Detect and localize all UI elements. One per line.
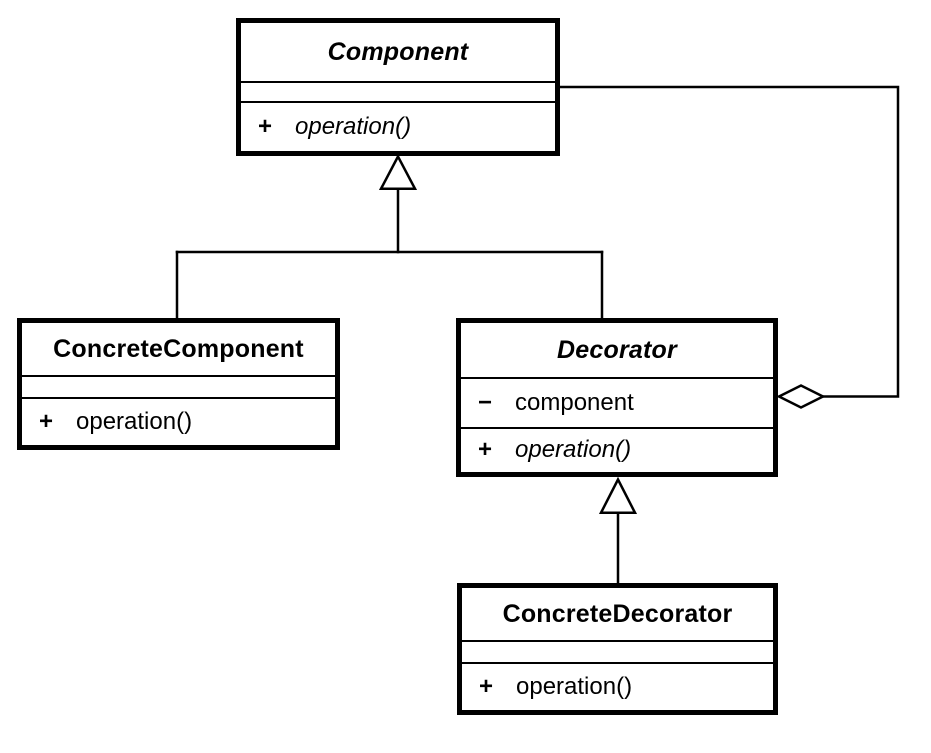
class-component-name: Component xyxy=(241,23,555,83)
class-concrete-decorator-name: ConcreteDecorator xyxy=(462,588,773,642)
class-decorator-operations: + operation() xyxy=(461,429,773,472)
attribute-name: component xyxy=(515,388,634,416)
operation-signature: operation() xyxy=(295,112,412,140)
operation-row: + operation() xyxy=(462,672,773,700)
aggregation-line xyxy=(560,85,900,398)
class-decorator-attributes: −component xyxy=(461,379,773,429)
visibility-sign: − xyxy=(478,388,493,416)
aggregation-diamond xyxy=(776,384,826,409)
class-concrete-decorator: ConcreteDecorator + operation() xyxy=(457,583,778,715)
visibility-sign: + xyxy=(479,672,494,700)
class-concrete-component-operations: + operation() xyxy=(22,399,335,445)
class-concrete-component: ConcreteComponent + operation() xyxy=(17,318,340,450)
class-decorator: Decorator −component + operation() xyxy=(456,318,778,477)
generalization-triangle-component xyxy=(378,153,418,190)
operation-signature: operation() xyxy=(516,672,633,700)
class-component-operations: + operation() xyxy=(241,103,555,151)
class-decorator-name: Decorator xyxy=(461,323,773,379)
visibility-sign: + xyxy=(258,112,273,140)
class-concrete-decorator-operations: + operation() xyxy=(462,664,773,710)
operation-row: + operation() xyxy=(241,112,555,140)
class-concrete-decorator-attributes xyxy=(462,642,773,664)
operation-signature: operation() xyxy=(515,436,632,464)
class-concrete-component-attributes xyxy=(22,377,335,399)
class-component-attributes xyxy=(241,83,555,103)
operation-row: + operation() xyxy=(22,407,335,435)
class-component: Component + operation() xyxy=(236,18,560,156)
visibility-sign: + xyxy=(39,407,54,435)
operation-row: + operation() xyxy=(461,436,773,464)
generalization-triangle-decorator xyxy=(598,476,638,514)
operation-signature: operation() xyxy=(76,407,193,435)
attribute-row: −component xyxy=(461,388,773,416)
visibility-sign: + xyxy=(478,436,493,464)
class-concrete-component-name: ConcreteComponent xyxy=(22,323,335,377)
